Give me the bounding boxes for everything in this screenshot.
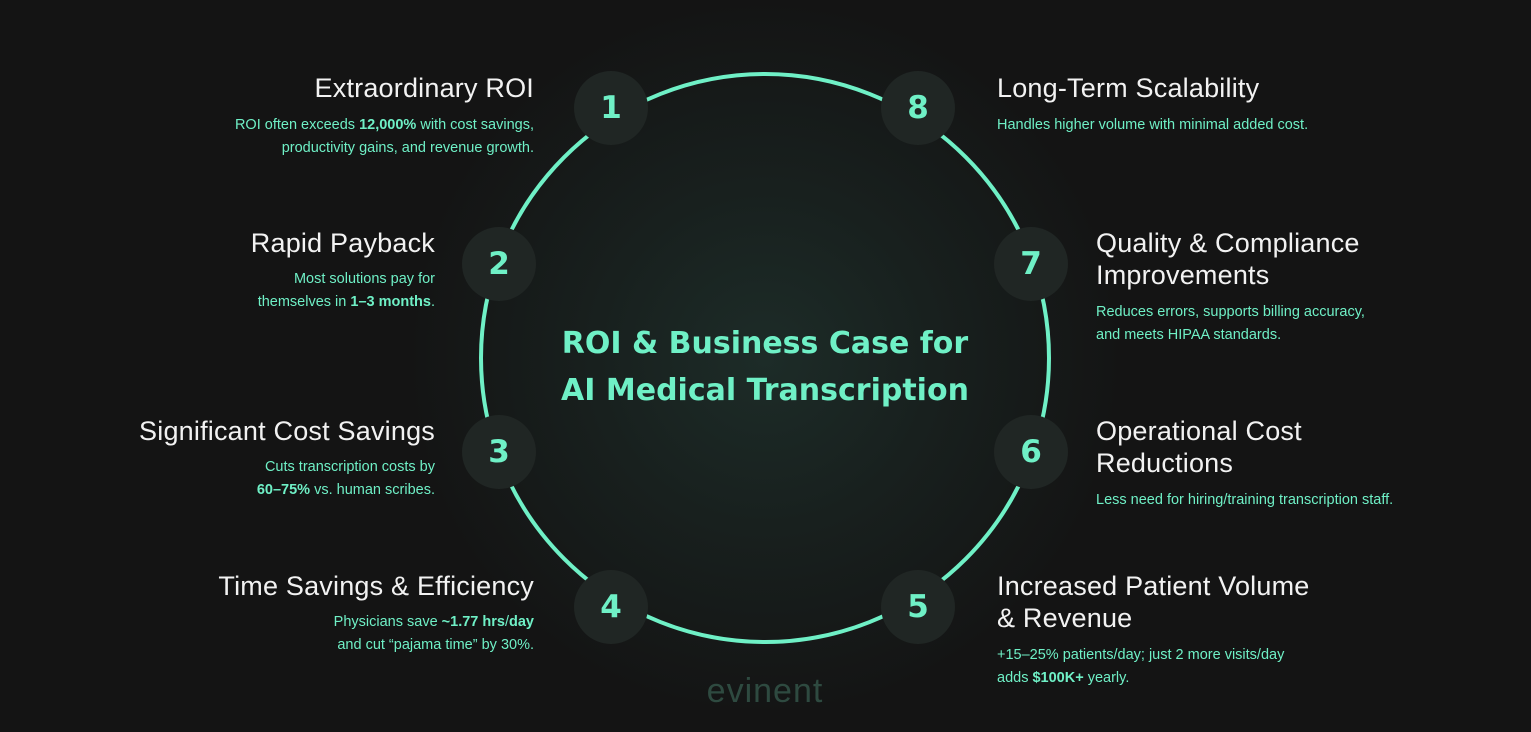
desc-text: and cut “pajama time” by 30%. xyxy=(337,637,534,653)
item-8: Long-Term Scalability Handles higher vol… xyxy=(997,72,1417,137)
desc-text: with cost savings, xyxy=(416,117,534,133)
item-5: Increased Patient Volume& Revenue +15–25… xyxy=(997,570,1337,690)
item-3: Significant Cost Savings Cuts transcript… xyxy=(75,415,435,502)
badge-2: 2 xyxy=(462,227,536,301)
brand-logo: evinent xyxy=(706,672,824,710)
main-title: ROI & Business Case for AI Medical Trans… xyxy=(520,320,1010,414)
desc-text: Physicians save xyxy=(333,614,442,630)
item-3-title: Significant Cost Savings xyxy=(139,416,435,446)
highlight-text: 60–75% xyxy=(256,482,311,498)
item-3-desc: Cuts transcription costs by 60–75% vs. hu… xyxy=(75,456,435,502)
item-1-title: Extraordinary ROI xyxy=(314,73,534,103)
desc-text: Reduces errors, supports billing accurac… xyxy=(1096,304,1365,320)
desc-text: Most solutions pay for xyxy=(293,271,435,287)
desc-text: . xyxy=(430,294,435,310)
item-4: Time Savings & Efficiency Physicians sav… xyxy=(134,570,534,657)
desc-text: Cuts transcription costs by xyxy=(264,459,435,475)
item-1-desc: ROI often exceeds 12,000% with cost savi… xyxy=(114,114,534,160)
item-7-desc: Reduces errors, supports billing accurac… xyxy=(1096,301,1426,347)
desc-text: themselves in xyxy=(257,294,351,310)
desc-text: yearly. xyxy=(1083,670,1130,686)
desc-text: +15–25% patients/day; just 2 more visits… xyxy=(997,647,1285,663)
item-2: Rapid Payback Most solutions pay for them… xyxy=(105,227,435,314)
desc-text: ROI often exceeds xyxy=(234,117,360,133)
desc-text: Handles higher volume with minimal added… xyxy=(997,117,1309,133)
highlight-text: 1–3 months xyxy=(350,294,431,310)
item-6-desc: Less need for hiring/training transcript… xyxy=(1096,489,1436,512)
desc-text: Less need for hiring/training transcript… xyxy=(1096,492,1394,508)
badge-3: 3 xyxy=(462,415,536,489)
badge-4: 4 xyxy=(574,570,648,644)
badge-5: 5 xyxy=(881,570,955,644)
desc-text: / xyxy=(504,614,509,630)
badge-8: 8 xyxy=(881,71,955,145)
highlight-text: ~1.77 hrs xyxy=(441,614,505,630)
highlight-text: $100K+ xyxy=(1032,670,1084,686)
ring-circle xyxy=(479,72,1051,644)
badge-1: 1 xyxy=(574,71,648,145)
item-1: Extraordinary ROI ROI often exceeds 12,0… xyxy=(114,72,534,160)
item-8-title: Long-Term Scalability xyxy=(997,73,1260,103)
main-title-line-2: AI Medical Transcription xyxy=(561,373,969,408)
item-2-title: Rapid Payback xyxy=(250,228,435,258)
desc-text: and meets HIPAA standards. xyxy=(1096,327,1282,343)
item-2-desc: Most solutions pay for themselves in 1–3 … xyxy=(105,268,435,314)
badge-7: 7 xyxy=(994,227,1068,301)
highlight-text: 12,000% xyxy=(359,117,417,133)
main-title-line-1: ROI & Business Case for xyxy=(561,326,969,361)
badge-6: 6 xyxy=(994,415,1068,489)
desc-text: adds xyxy=(997,670,1033,686)
desc-text: productivity gains, and revenue growth. xyxy=(281,140,534,156)
highlight-text: day xyxy=(509,614,534,630)
desc-text: vs. human scribes. xyxy=(310,482,435,498)
item-8-desc: Handles higher volume with minimal added… xyxy=(997,114,1417,137)
item-4-desc: Physicians save ~1.77 hrs/day and cut “pa… xyxy=(134,611,534,657)
item-5-desc: +15–25% patients/day; just 2 more visits… xyxy=(997,644,1337,690)
item-4-title: Time Savings & Efficiency xyxy=(218,571,534,601)
item-5-title: Increased Patient Volume& Revenue xyxy=(997,571,1310,633)
